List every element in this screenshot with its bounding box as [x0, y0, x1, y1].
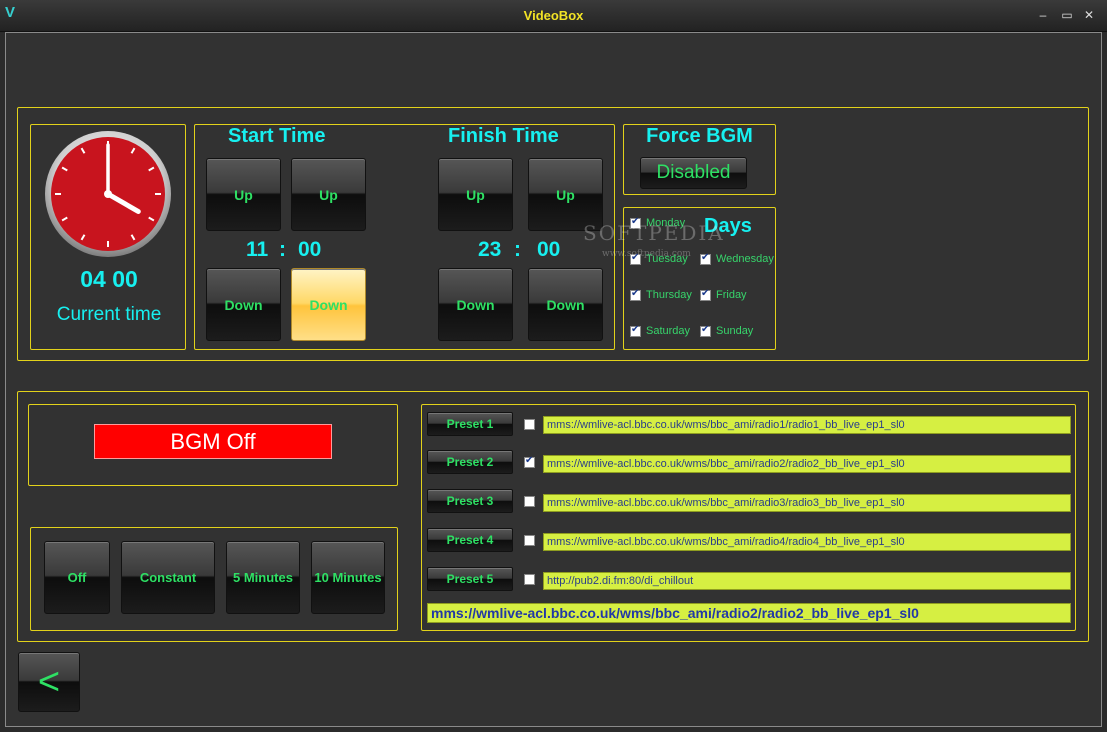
day-checkbox-wednesday[interactable]: [700, 252, 711, 265]
minimize-icon[interactable]: –: [1039, 8, 1047, 22]
days-panel: [623, 207, 776, 350]
clock-tick: [130, 147, 136, 154]
clock-panel: 04 00 Current time: [30, 124, 186, 350]
clock-tick: [148, 166, 155, 172]
day-checkbox-friday[interactable]: [700, 288, 711, 301]
bgm-mode-panel: [30, 527, 398, 631]
finish-hour-up-button[interactable]: Up: [438, 158, 513, 231]
finish-minutes-value: 00: [537, 238, 561, 261]
finish-hours-value: 23: [478, 238, 502, 261]
preset-1-url-input[interactable]: mms://wmlive-acl.bbc.co.uk/wms/bbc_ami/r…: [543, 416, 1071, 434]
bgm-status-indicator: BGM Off: [94, 424, 332, 459]
back-button[interactable]: <: [18, 652, 80, 712]
current-stream-url: mms://wmlive-acl.bbc.co.uk/wms/bbc_ami/r…: [427, 603, 1071, 623]
preset-3-button[interactable]: Preset 3: [427, 489, 513, 513]
bgm-panel: [17, 391, 1089, 642]
finish-hour-down-button[interactable]: Down: [438, 268, 513, 341]
day-checkbox-tuesday[interactable]: [630, 252, 641, 265]
day-label-wednesday: Wednesday: [716, 253, 774, 265]
app-logo-icon: V: [5, 4, 16, 21]
preset-1-button[interactable]: Preset 1: [427, 412, 513, 436]
preset-5-button[interactable]: Preset 5: [427, 567, 513, 591]
day-label-sunday: Sunday: [716, 325, 754, 337]
mode-10-minutes-button[interactable]: 10 Minutes: [311, 541, 385, 614]
finish-minute-down-button[interactable]: Down: [528, 268, 603, 341]
close-icon[interactable]: ✕: [1083, 8, 1095, 22]
force-bgm-toggle-button[interactable]: Disabled: [640, 157, 747, 189]
clock-tick: [61, 166, 68, 172]
clock-tick: [80, 234, 86, 241]
mode-off-button[interactable]: Off: [44, 541, 110, 614]
preset-3-checkbox[interactable]: [524, 496, 535, 507]
schedule-panel: [17, 107, 1089, 361]
preset-2-button[interactable]: Preset 2: [427, 450, 513, 474]
window-title: VideoBox: [523, 8, 584, 23]
preset-2-checkbox[interactable]: [524, 455, 535, 468]
watermark-subtext: www.softpedia.com: [602, 249, 691, 259]
start-hour-down-button[interactable]: Down: [206, 268, 281, 341]
day-label-friday: Friday: [716, 289, 747, 301]
start-hours-value: 11: [246, 238, 269, 261]
preset-5-checkbox[interactable]: [524, 574, 535, 585]
preset-4-checkbox[interactable]: [524, 535, 535, 546]
mode-constant-button[interactable]: Constant: [121, 541, 215, 614]
day-checkbox-saturday[interactable]: [630, 324, 641, 337]
finish-time-title: Finish Time: [448, 125, 559, 147]
day-label-monday: Monday: [646, 217, 686, 229]
start-time-separator: :: [279, 238, 286, 261]
force-bgm-panel: [623, 124, 776, 195]
day-checkbox-sunday[interactable]: [700, 324, 711, 337]
analog-clock-icon: [45, 131, 171, 257]
clock-tick: [61, 216, 68, 222]
start-minute-up-button[interactable]: Up: [291, 158, 366, 231]
days-title: Days: [704, 215, 752, 237]
clock-tick: [80, 147, 86, 154]
day-checkbox-monday[interactable]: [630, 216, 641, 229]
start-minute-down-button[interactable]: Down: [291, 268, 366, 341]
bgm-status-panel: [28, 404, 398, 486]
maximize-icon[interactable]: ▭: [1061, 8, 1073, 22]
preset-3-url-input[interactable]: mms://wmlive-acl.bbc.co.uk/wms/bbc_ami/r…: [543, 494, 1071, 512]
current-time-display: 04 00: [80, 266, 138, 292]
start-hour-up-button[interactable]: Up: [206, 158, 281, 231]
mode-5-minutes-button[interactable]: 5 Minutes: [226, 541, 300, 614]
day-label-saturday: Saturday: [646, 325, 691, 337]
finish-time-separator: :: [514, 238, 521, 261]
presets-panel: [421, 404, 1076, 631]
start-time-title: Start Time: [228, 125, 326, 147]
day-label-thursday: Thursday: [646, 289, 692, 301]
start-minutes-value: 00: [298, 238, 322, 261]
day-label-tuesday: Tuesday: [646, 253, 688, 265]
preset-5-url-input[interactable]: http://pub2.di.fm:80/di_chillout: [543, 572, 1071, 590]
current-time-caption: Current time: [56, 304, 162, 325]
day-checkbox-thursday[interactable]: [630, 288, 641, 301]
time-settings-panel: [194, 124, 615, 350]
clock-tick: [148, 216, 155, 222]
preset-4-button[interactable]: Preset 4: [427, 528, 513, 552]
force-bgm-title: Force BGM: [646, 125, 753, 147]
watermark-text: SOFTPEDIA: [583, 221, 725, 245]
preset-2-url-input[interactable]: mms://wmlive-acl.bbc.co.uk/wms/bbc_ami/r…: [543, 455, 1071, 473]
title-bar: V VideoBox – ▭ ✕: [0, 0, 1107, 32]
clock-tick: [130, 234, 136, 241]
finish-minute-up-button[interactable]: Up: [528, 158, 603, 231]
preset-1-checkbox[interactable]: [524, 419, 535, 430]
preset-4-url-input[interactable]: mms://wmlive-acl.bbc.co.uk/wms/bbc_ami/r…: [543, 533, 1071, 551]
